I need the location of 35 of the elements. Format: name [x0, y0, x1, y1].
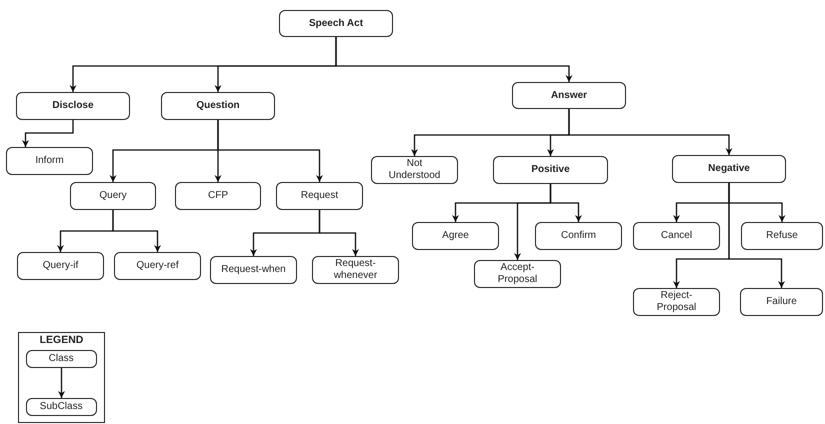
class-box: Accept-Proposal: [474, 260, 561, 288]
class-box: Query-ref: [114, 252, 201, 280]
class-box: Refuse: [741, 222, 823, 250]
class-box: Speech Act: [279, 10, 393, 37]
class-box: Request: [276, 182, 363, 210]
class-box: SubClass: [26, 398, 97, 416]
arrow: [318, 210, 359, 256]
class-box: Cancel: [633, 222, 720, 250]
arrow: [568, 109, 732, 155]
class-box: Reject-Proposal: [633, 288, 720, 316]
arrow: [550, 184, 582, 222]
class-box: Request-when: [210, 256, 297, 284]
class-box: Query: [70, 182, 156, 210]
arrow: [58, 368, 65, 398]
class-box: Query-if: [17, 252, 104, 280]
class-box: Class: [26, 350, 97, 368]
class-box: Failure: [740, 288, 823, 316]
class-box: CFP: [175, 182, 261, 210]
arrow: [335, 37, 572, 82]
class-box: Negative: [672, 155, 786, 183]
class-box: Disclose: [16, 92, 130, 120]
arrow: [728, 183, 785, 288]
class-box: Question: [161, 92, 275, 120]
class-box: Not Understood: [371, 156, 458, 184]
class-box: Positive: [493, 156, 608, 184]
arrow: [217, 120, 323, 182]
class-box: Inform: [6, 147, 93, 175]
class-box: Confirm: [535, 222, 622, 250]
class-box: Agree: [412, 222, 499, 250]
arrow: [112, 210, 161, 252]
arrow: [22, 120, 74, 147]
legend-box: [18, 332, 105, 423]
class-box: Request-whenever: [312, 256, 399, 284]
class-box: Answer: [512, 82, 626, 109]
legend-title: LEGEND: [40, 334, 84, 346]
